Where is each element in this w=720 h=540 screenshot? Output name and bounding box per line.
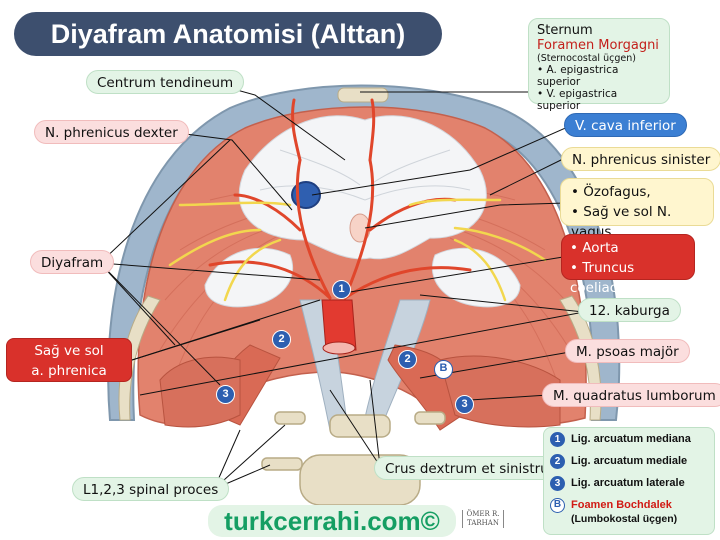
phrenica-line-2: a. phrenica inferior — [31, 363, 107, 399]
signature: ÖMER R. TARHAN — [462, 510, 504, 528]
truncus-line: • Truncus coeliacus — [570, 260, 635, 296]
legend-number: B — [550, 498, 565, 513]
label-phrenica-inferior: Sağ ve sol a. phrenica inferior — [6, 338, 132, 399]
legend-row: 1 Lig. arcuatum mediana — [550, 432, 708, 454]
marker-1: 1 — [332, 280, 351, 299]
xiphoid — [337, 87, 389, 103]
label-quadratus-lumborum: M. quadratus lumborum — [542, 383, 720, 407]
marker-3: 3 — [216, 385, 235, 404]
ozofagus-line: • Özofagus, — [571, 184, 651, 200]
label-crus: Crus dextrum et sinistrum — [374, 456, 573, 480]
sternum-box: Sternum Foramen Morgagni (Sternocostal ü… — [528, 18, 670, 112]
label-12-kaburga: 12. kaburga — [578, 298, 681, 322]
rib-12-right — [118, 295, 161, 421]
legend-number: 3 — [550, 476, 565, 491]
label-spinal-proces: L1,2,3 spinal proces — [72, 477, 230, 501]
sternum-item: • A. epigastrica superior — [537, 64, 619, 88]
legend-number: 2 — [550, 454, 565, 469]
aorta-line: • Aorta — [570, 240, 619, 256]
page-title: Diyafram Anatomisi (Alttan) — [14, 12, 442, 56]
legend-row: B Foamen Bochdalek (Lumbokostal üçgen) — [550, 498, 708, 528]
marker-b: B — [434, 360, 453, 379]
phrenica-line-1: Sağ ve sol — [34, 343, 104, 359]
label-centrum-tendineum: Centrum tendineum — [86, 70, 245, 94]
legend-number: 1 — [550, 432, 565, 447]
label-phrenicus-dexter: N. phrenicus dexter — [34, 120, 189, 144]
label-vena-cava-inferior: V. cava inferior — [564, 113, 687, 137]
marker-3: 3 — [455, 395, 474, 414]
signature-line: TARHAN — [467, 519, 499, 527]
label-psoas-major: M. psoas majör — [565, 339, 690, 363]
label-ozofagus-vagus: • Özofagus, • Sağ ve sol N. vagus — [560, 178, 714, 240]
legend-sub: (Lumbokostal üçgen) — [571, 513, 678, 525]
legend-foramen: Foamen Bochdalek — [571, 499, 672, 511]
sternum-item: • V. epigastrica superior — [537, 88, 618, 112]
watermark: turkcerrahi.com© — [208, 505, 456, 537]
legend-row: 3 Lig. arcuatum laterale — [550, 476, 708, 498]
label-aorta: • Aorta • Truncus coeliacus — [561, 234, 695, 296]
label-phrenicus-sinister: N. phrenicus sinister — [561, 147, 720, 171]
label-diyafram: Diyafram — [30, 250, 115, 274]
legend-box: 1 Lig. arcuatum mediana 2 Lig. arcuatum … — [543, 427, 715, 535]
marker-2: 2 — [272, 330, 291, 349]
sternocostal-sub: (Sternocostal üçgen) — [537, 53, 636, 64]
legend-row: 2 Lig. arcuatum mediale — [550, 454, 708, 476]
signature-line: ÖMER R. — [466, 510, 500, 518]
legend-text: Lig. arcuatum laterale — [571, 477, 685, 489]
marker-2: 2 — [398, 350, 417, 369]
sternum-title: Sternum — [537, 23, 593, 38]
legend-text: Foamen Bochdalek (Lumbokostal üçgen) — [565, 498, 677, 526]
legend-text: Lig. arcuatum mediana — [571, 433, 691, 445]
foramen-morgagni: Foramen Morgagni — [537, 38, 659, 53]
legend-text: Lig. arcuatum mediale — [571, 455, 688, 467]
quadratus-right — [159, 356, 241, 428]
aorta — [321, 299, 357, 351]
